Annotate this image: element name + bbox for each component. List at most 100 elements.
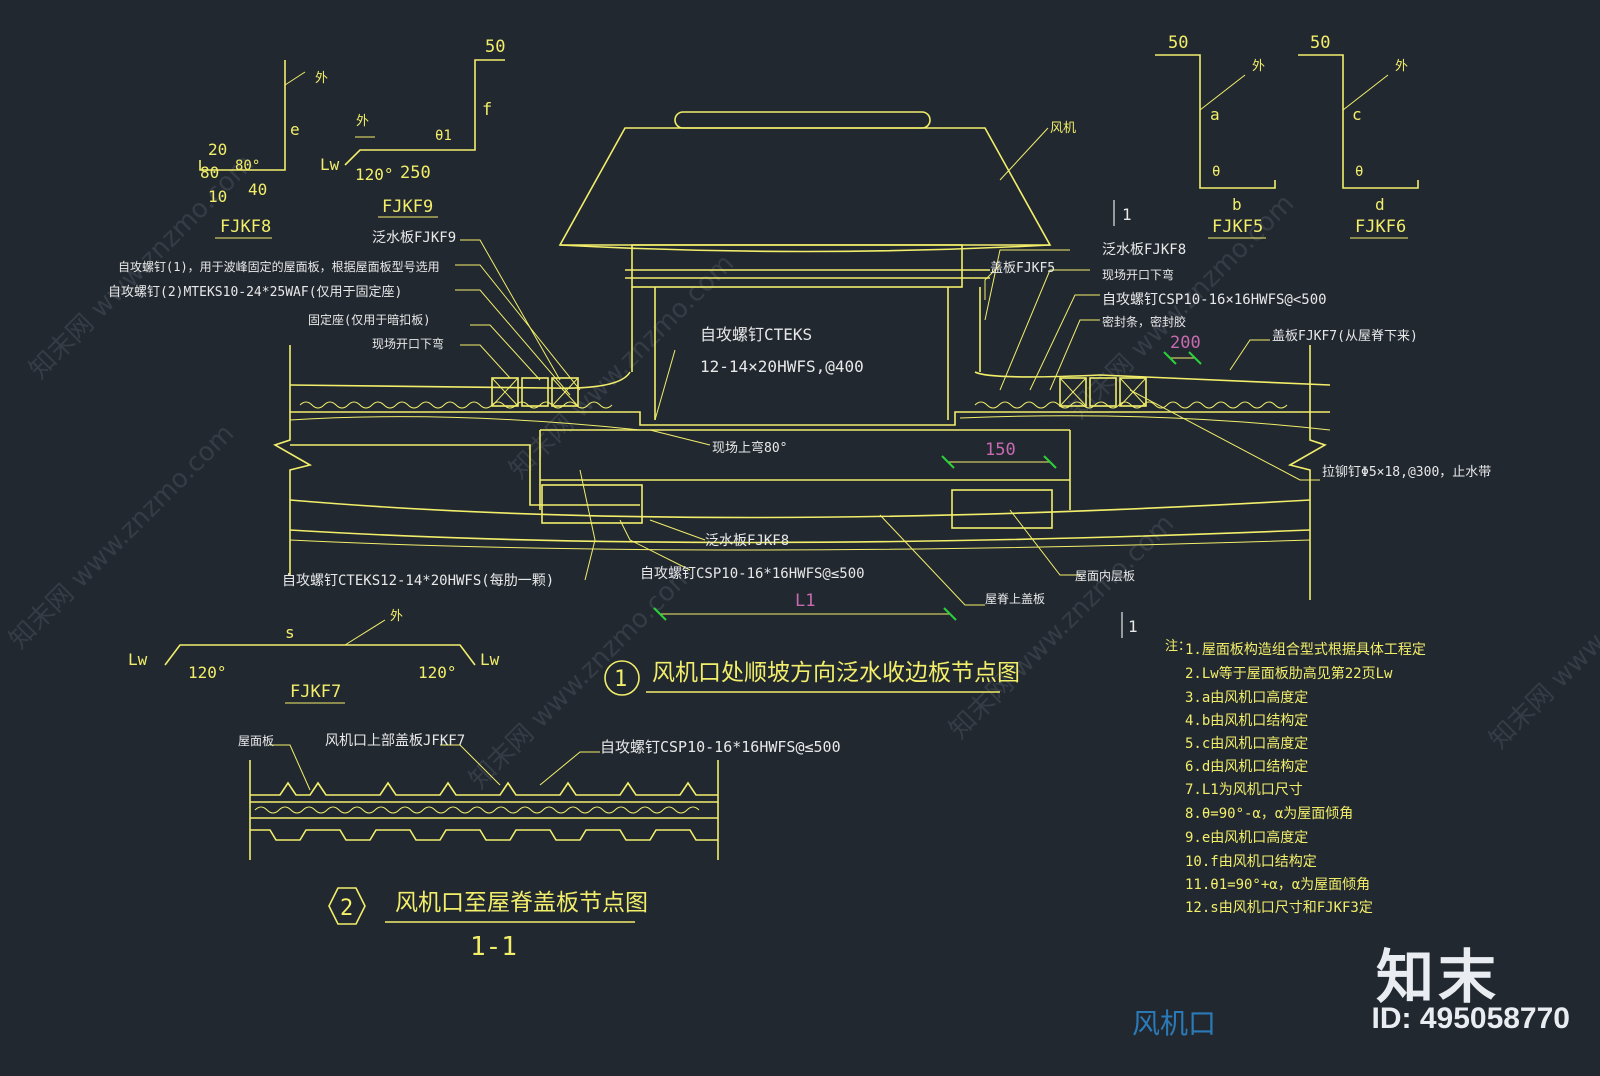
- detail-fjkf7: 外 s Lw Lw 120° 120° FJKF7: [128, 609, 500, 704]
- note-3: 3.a由风机口高度定: [1185, 689, 1308, 706]
- label-field-cut-down: 现场开口下弯: [372, 336, 444, 351]
- watermark-text: 知末网 www.znzmo.com: [1484, 519, 1600, 755]
- cut-marker-top: 1: [1122, 205, 1132, 224]
- section1-labels: 泛水板FJKF9 自攻螺钉(1)，用于波峰固定的屋面板，根据屋面板型号选用 自攻…: [108, 230, 1491, 606]
- theta: θ: [1355, 164, 1363, 180]
- dim-c: c: [1352, 105, 1362, 124]
- note-4: 4.b由风机口结构定: [1185, 713, 1308, 729]
- dim-50: 50: [1310, 33, 1330, 53]
- note-12: 12.s由风机口尺寸和FJKF3定: [1185, 900, 1373, 916]
- note-10: 10.f由风机口结构定: [1185, 854, 1317, 870]
- dim-50: 50: [1168, 33, 1188, 53]
- label-roof-panel: 屋面板: [238, 734, 274, 748]
- dim-b: b: [1232, 195, 1242, 214]
- dim-lw-left: Lw: [128, 650, 148, 669]
- label-flashing-fjkf9: 泛水板FJKF9: [372, 230, 456, 246]
- asset-id: ID: 495058770: [1371, 1002, 1571, 1035]
- label-field-bend-up: 现场上弯80°: [712, 440, 787, 456]
- dim-200: 200: [1170, 333, 1201, 353]
- section2-number: 2: [340, 896, 353, 921]
- label-flashing-fjkf8: 泛水板FJKF8: [705, 533, 789, 549]
- outer-side-label: 外: [1252, 59, 1265, 74]
- label-screw-csp-s2: 自攻螺钉CSP10-16*16HWFS@≤500: [600, 738, 841, 756]
- label-cover-fjkf7: 盖板FJKF7(从屋脊下来): [1272, 329, 1418, 344]
- label-sealant: 密封条，密封胶: [1102, 314, 1186, 329]
- section1-number: 1: [614, 667, 627, 692]
- dim-a: a: [1210, 105, 1220, 124]
- note-8: 8.θ=90°-α，α为屋面倾角: [1185, 806, 1353, 822]
- note-5: 5.c由风机口高度定: [1185, 735, 1308, 752]
- label-fixing-seat: 固定座(仅用于暗扣板): [308, 312, 430, 327]
- detail-fjkf8: 外 e 20 80 80° 10 40 FJKF8: [199, 60, 328, 239]
- detail-fjkf5: 外 50 a θ b FJKF5: [1155, 33, 1276, 239]
- note-6: 6.d由风机口结构定: [1185, 759, 1308, 775]
- fan-label: 风机: [1050, 121, 1076, 136]
- dim-40: 40: [248, 180, 267, 199]
- label-field-cut-down-right: 现场开口下弯: [1102, 267, 1174, 282]
- outer-side-label: 外: [315, 71, 328, 86]
- dim-f: f: [482, 100, 492, 120]
- label-screw-each-rib: 自攻螺钉CTEKS12-14*20HWFS(每肋一颗): [282, 573, 554, 589]
- cut-marker-bottom: 1: [1128, 617, 1138, 636]
- label-screw-cteks: 自攻螺钉CTEKS: [700, 325, 812, 344]
- label-flashing-fjkf8-right: 泛水板FJKF8: [1102, 242, 1186, 258]
- dim-d: d: [1375, 195, 1385, 214]
- section2-geometry: 2 风机口至屋脊盖板节点图 1-1: [249, 744, 719, 962]
- angle-80: 80°: [235, 158, 260, 174]
- dim-150: 150: [985, 440, 1016, 460]
- dim-L1: L1: [795, 591, 815, 611]
- dim-lw: Lw: [320, 155, 340, 174]
- detail-fjkf6: 外 50 c θ d FJKF6: [1298, 33, 1419, 239]
- brand-logo: 知末: [1375, 943, 1500, 1011]
- label-screw-1: 自攻螺钉(1)，用于波峰固定的屋面板，根据屋面板型号选用: [118, 259, 440, 274]
- dim-20: 20: [208, 140, 227, 159]
- label-inner-panel: 屋面内层板: [1075, 569, 1135, 583]
- dim-250: 250: [400, 163, 431, 183]
- label-screw-2: 自攻螺钉(2)MTEKS10-24*25WAF(仅用于固定座): [108, 285, 402, 300]
- outer-side-label: 外: [390, 609, 403, 624]
- label-rivet: 拉铆钉Φ5×18,@300，止水带: [1322, 465, 1491, 480]
- outer-side-label: 外: [1395, 59, 1408, 74]
- note-7: 7.L1为风机口尺寸: [1185, 782, 1303, 798]
- note-11: 11.θ1=90°+α，α为屋面倾角: [1185, 877, 1370, 893]
- label-fan-cover: 风机口上部盖板JFKF7: [325, 733, 465, 749]
- angle-right: 120°: [418, 663, 457, 682]
- label-screw-spec: 12-14×20HWFS,@400: [700, 357, 864, 376]
- note-1: 1.屋面板构造组合型式根据具体工程定: [1185, 642, 1426, 658]
- label-cover-fjkf5: 盖板FJKF5: [990, 261, 1055, 276]
- layer-label: 风机口: [1132, 1007, 1217, 1040]
- label-screw-csp: 自攻螺钉CSP10-16*16HWFS@≤500: [640, 566, 865, 582]
- notes-block: 注： 1.屋面板构造组合型式根据具体工程定 2.Lw等于屋面板肋高见第22页Lw…: [1165, 639, 1426, 916]
- dim-50: 50: [485, 37, 505, 57]
- detail-name: FJKF8: [220, 217, 271, 237]
- watermark-text: 知末网 www.znzmo.com: [4, 419, 240, 655]
- detail-fjkf9: 外 50 f θ1 Lw 120° 250 FJKF9: [320, 37, 505, 218]
- dim-80: 80: [200, 163, 219, 182]
- angle-120: 120°: [355, 165, 394, 184]
- section2-title: 风机口至屋脊盖板节点图: [395, 890, 648, 916]
- label-ridge-cover: 屋脊上盖板: [985, 592, 1045, 606]
- section2-labels: 屋面板 风机口上部盖板JFKF7 自攻螺钉CSP10-16*16HWFS@≤50…: [238, 733, 841, 756]
- notes-head: 注：: [1165, 639, 1191, 654]
- detail-name: FJKF7: [290, 682, 341, 702]
- dim-e: e: [290, 120, 300, 139]
- section1-geometry: 风机: [273, 111, 1331, 696]
- theta: θ: [1212, 164, 1220, 180]
- detail-name: FJKF6: [1355, 217, 1406, 237]
- label-screw-csp-right: 自攻螺钉CSP10-16×16HWFS@<500: [1102, 292, 1327, 308]
- angle-left: 120°: [188, 663, 227, 682]
- note-9: 9.e由风机口高度定: [1185, 829, 1308, 846]
- theta1: θ1: [435, 128, 452, 144]
- dim-10: 10: [208, 187, 227, 206]
- dim-s: s: [285, 623, 295, 642]
- section1-title: 风机口处顺坡方向泛水收边板节点图: [652, 660, 1020, 686]
- watermark-text: 知末网 www.znzmo.com: [944, 509, 1180, 745]
- dim-lw-right: Lw: [480, 650, 500, 669]
- note-2: 2.Lw等于屋面板肋高见第22页Lw: [1185, 665, 1393, 682]
- outer-side-label: 外: [356, 114, 369, 129]
- detail-name: FJKF9: [382, 197, 433, 217]
- section2-cut: 1-1: [470, 932, 517, 962]
- detail-name: FJKF5: [1212, 217, 1263, 237]
